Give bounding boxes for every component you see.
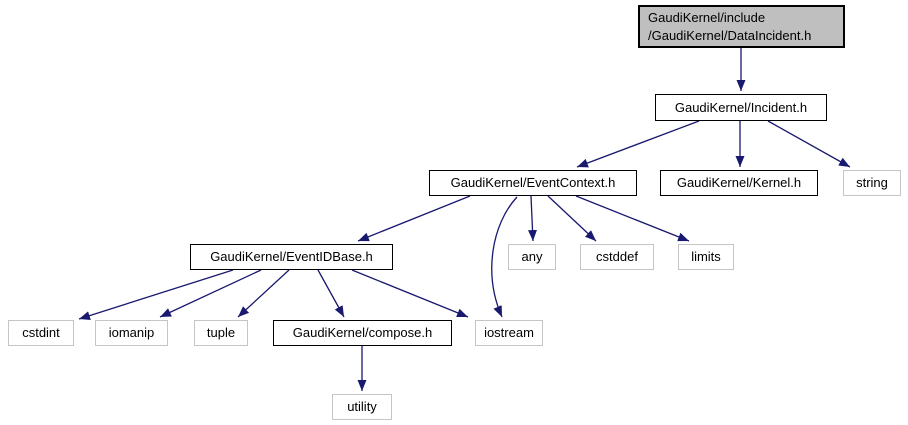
edge-incident-h-to-string [767,120,851,168]
node-label: GaudiKernel/include [648,9,766,25]
node-label: GaudiKernel/EventContext.h [450,175,616,191]
edge-eventcontext-h-to-cstddef [547,195,597,242]
edge-eventidbase-h-to-iomanip [159,269,262,318]
edge-eventidbase-h-to-cstdint [78,269,234,320]
node-label: tuple [206,325,236,341]
node-label: string [856,175,888,191]
node-label: GaudiKernel/Kernel.h [676,175,802,191]
node-cstdint: cstdint [8,320,74,346]
dependency-edges [78,48,851,391]
node-tuple: tuple [194,320,248,346]
node-label: GaudiKernel/Incident.h [674,99,808,115]
node-eventidbase-h[interactable]: GaudiKernel/EventIDBase.h [190,244,393,270]
node-limits: limits [678,244,734,270]
node-dataincident-h: GaudiKernel/include/GaudiKernel/DataInci… [638,5,845,48]
edge-eventidbase-h-to-compose-h [317,269,345,318]
node-label: utility [347,399,377,415]
node-cstddef: cstddef [580,244,654,270]
node-iomanip: iomanip [95,320,168,346]
edge-incident-h-to-eventcontext-h [576,120,700,168]
edge-eventcontext-h-to-iostream [491,196,518,318]
node-incident-h[interactable]: GaudiKernel/Incident.h [655,94,827,121]
node-string: string [843,170,901,196]
node-label: /GaudiKernel/DataIncident.h [648,27,812,43]
node-label: GaudiKernel/EventIDBase.h [210,249,373,265]
node-label: limits [691,249,721,265]
node-compose-h[interactable]: GaudiKernel/compose.h [273,320,452,346]
node-iostream: iostream [475,320,543,346]
node-label: cstddef [596,249,638,265]
edge-eventcontext-h-to-any [528,195,538,242]
edge-eventidbase-h-to-tuple [237,269,290,318]
node-label: any [521,249,543,265]
node-label: cstdint [22,325,60,341]
node-kernel-h[interactable]: GaudiKernel/Kernel.h [660,170,818,196]
node-eventcontext-h[interactable]: GaudiKernel/EventContext.h [429,170,637,196]
edge-eventcontext-h-to-limits [575,195,690,242]
node-label: iomanip [108,325,155,341]
node-label: iostream [484,325,534,341]
node-utility: utility [332,394,392,420]
edge-eventcontext-h-to-eventidbase-h [357,195,471,242]
edge-eventidbase-h-to-iostream [351,269,469,318]
node-label: GaudiKernel/compose.h [292,325,433,341]
node-any: any [508,244,556,270]
